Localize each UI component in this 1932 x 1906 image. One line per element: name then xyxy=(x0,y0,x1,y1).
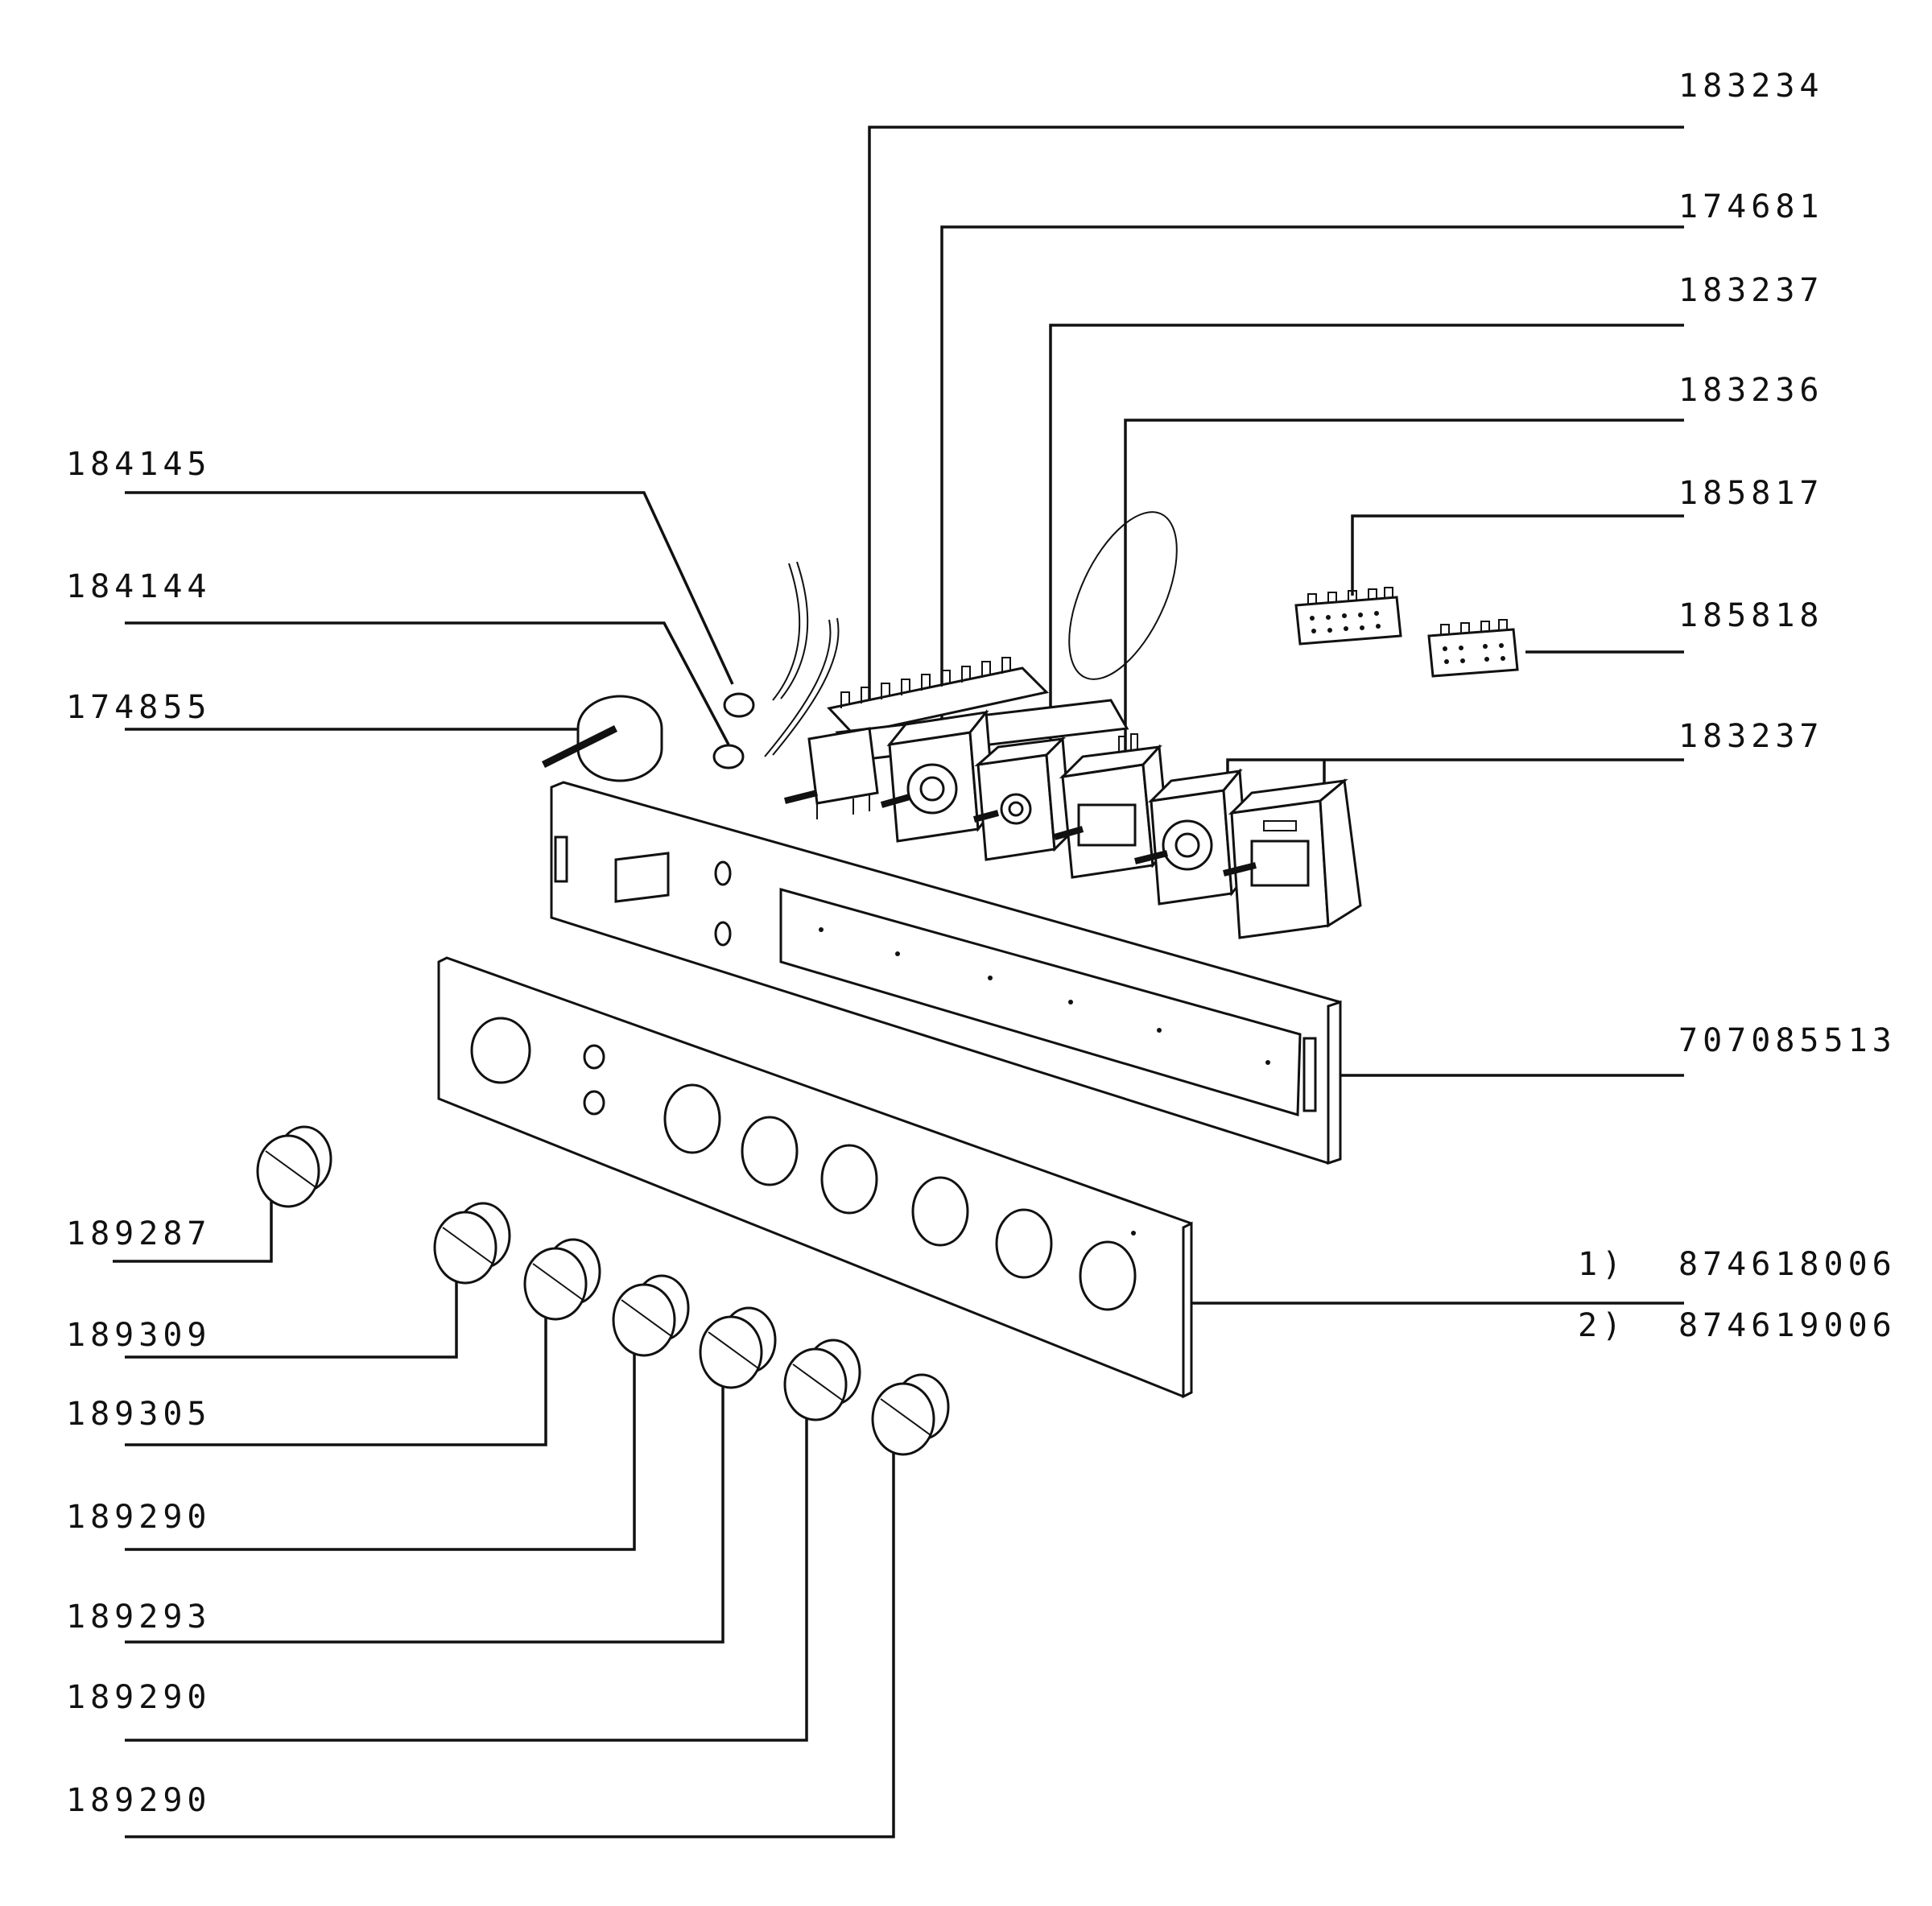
leader-189305 xyxy=(125,1316,547,1446)
knob-189290-b xyxy=(783,1339,861,1421)
leader-189290-a xyxy=(125,1352,636,1551)
label-707085513: 707085513 xyxy=(1678,1022,1897,1059)
label-183237-bottom: 183237 xyxy=(1678,718,1824,755)
leader-189290-b xyxy=(125,1418,808,1742)
label-183236: 183236 xyxy=(1678,372,1824,409)
leader-lines xyxy=(113,126,1684,1838)
knob-189293 xyxy=(699,1306,777,1389)
label-189309: 189309 xyxy=(66,1317,212,1354)
label-variant2-marker: 2) xyxy=(1578,1307,1626,1344)
label-874618006: 874618006 xyxy=(1678,1246,1897,1283)
leader-183234 xyxy=(868,126,1684,732)
knob-189309 xyxy=(433,1202,511,1285)
label-variant1-marker: 1) xyxy=(1578,1246,1626,1283)
label-185818: 185818 xyxy=(1678,597,1824,634)
label-184145: 184145 xyxy=(66,446,212,483)
front-fascia-874618006 xyxy=(437,956,1193,1399)
leader-184144 xyxy=(125,621,730,745)
label-189290-c: 189290 xyxy=(66,1782,212,1819)
control-panel-frame-707085513 xyxy=(550,781,1342,1165)
indicator-lamp-184145 xyxy=(723,561,809,718)
knob-189290-c xyxy=(871,1373,950,1456)
switch-block-assembly xyxy=(784,657,1362,939)
leader-174681 xyxy=(940,225,1684,749)
label-189290-b: 189290 xyxy=(66,1679,212,1716)
leader-189290-c xyxy=(125,1453,895,1838)
switch-shafts xyxy=(784,790,1257,877)
indicator-lamp-184144 xyxy=(712,617,840,769)
label-189305: 189305 xyxy=(66,1396,212,1433)
label-185817: 185817 xyxy=(1678,475,1824,512)
dial-174855 xyxy=(541,695,663,782)
leader-183236 xyxy=(1124,419,1684,777)
label-189293: 189293 xyxy=(66,1599,212,1636)
knobs xyxy=(256,1125,950,1456)
leader-189309 xyxy=(125,1280,458,1359)
leader-189293 xyxy=(125,1384,724,1644)
knob-189290-a xyxy=(612,1274,690,1357)
knob-189305 xyxy=(523,1238,601,1321)
connector-185818 xyxy=(1427,619,1519,678)
leader-183237-top xyxy=(1049,324,1684,753)
label-189290-a: 189290 xyxy=(66,1499,212,1536)
label-174681: 174681 xyxy=(1678,188,1824,225)
leader-184145 xyxy=(125,491,734,685)
label-183234: 183234 xyxy=(1678,68,1824,105)
wire-loop xyxy=(1068,511,1178,680)
knob-189287 xyxy=(256,1125,332,1208)
label-874619006: 874619006 xyxy=(1678,1307,1897,1344)
leader-185817 xyxy=(1351,514,1684,596)
connector-185817 xyxy=(1294,587,1402,646)
leader-189287 xyxy=(113,1183,273,1263)
label-174855: 174855 xyxy=(66,689,212,726)
label-183237-top: 183237 xyxy=(1678,272,1824,309)
part-labels: 183234 174681 183237 183236 185817 18581… xyxy=(66,68,1897,1819)
label-189287: 189287 xyxy=(66,1215,212,1252)
label-184144: 184144 xyxy=(66,568,212,605)
